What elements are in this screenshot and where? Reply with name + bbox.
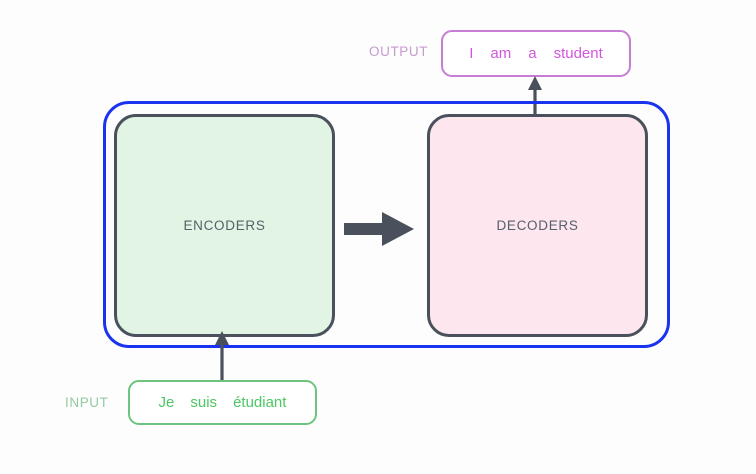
input-token: étudiant	[233, 394, 287, 411]
output-token: I	[469, 45, 474, 62]
input-token: Je	[158, 394, 175, 411]
output-token: a	[528, 45, 537, 62]
transformer-model-frame	[103, 101, 670, 348]
decoders-label: DECODERS	[496, 218, 579, 233]
decoders-block: DECODERS	[427, 114, 648, 337]
input-sentence-box: Je suis étudiant	[128, 380, 317, 425]
encoders-block: ENCODERS	[114, 114, 335, 337]
input-token: suis	[190, 394, 218, 411]
output-label: OUTPUT	[369, 44, 429, 59]
input-label: INPUT	[65, 395, 109, 410]
encoders-label: ENCODERS	[183, 218, 266, 233]
output-token: am	[490, 45, 512, 62]
output-token: student	[553, 45, 603, 62]
output-sentence-box: I am a student	[441, 30, 631, 77]
input-to-encoders-arrow-icon	[215, 331, 229, 384]
encoders-to-decoders-arrow-icon	[344, 212, 414, 246]
